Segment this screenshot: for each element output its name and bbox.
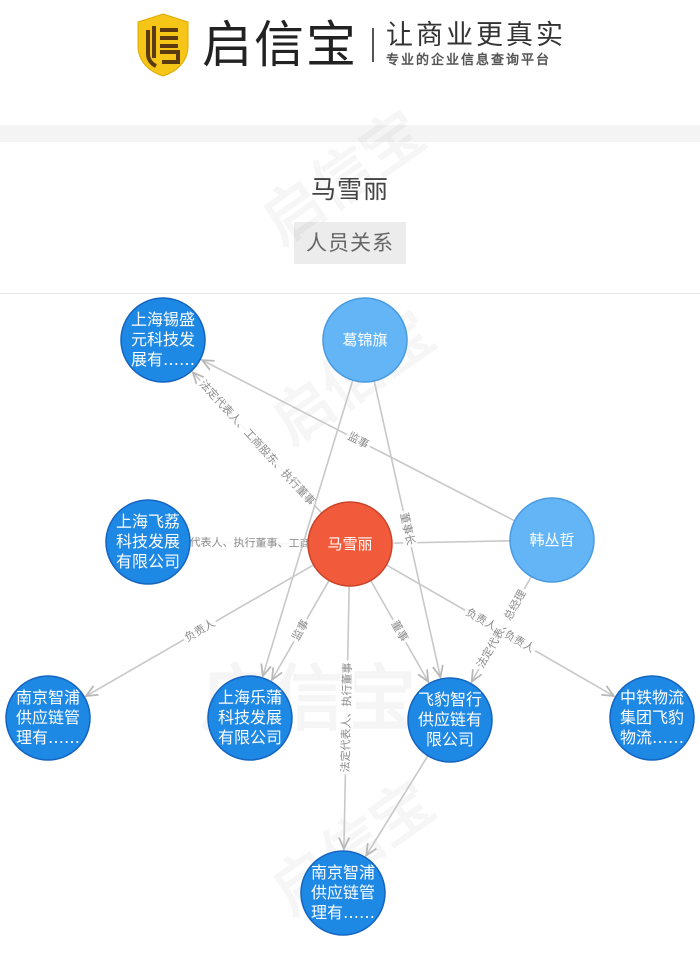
section-divider	[0, 125, 700, 142]
company-node[interactable]	[300, 850, 386, 936]
relation-edge[interactable]	[263, 379, 354, 676]
company-node[interactable]	[5, 675, 91, 761]
edge-label: 法定代表人、执行董事	[338, 662, 354, 772]
company-node[interactable]	[609, 675, 695, 761]
tab-person-relations[interactable]: 人员关系	[294, 222, 406, 264]
tagline-main: 让商业更真实	[386, 20, 566, 51]
app-header: 启信宝 让商业更真实 专业的企业信息查询平台	[0, 0, 700, 125]
person-node[interactable]	[509, 497, 595, 583]
company-node[interactable]	[407, 677, 493, 763]
company-node[interactable]	[120, 297, 206, 383]
shield-logo-icon	[137, 13, 189, 77]
center-person-node[interactable]	[307, 501, 393, 587]
nodes-layer	[5, 297, 695, 936]
edge-label: 负责人	[182, 616, 218, 645]
person-node[interactable]	[322, 297, 408, 383]
edges-layer: 法定代表人、工商股东、执行董事监事法定代表人、执行董事、工商股东董事长负责人监事…	[86, 360, 614, 855]
edge-label: 法定代表人、执行董事、工商股东	[167, 535, 332, 551]
edge-label: 法定代表、总经理	[473, 587, 529, 670]
company-node[interactable]	[105, 499, 191, 585]
page-title: 马雪丽	[310, 175, 389, 204]
tagline-sub: 专业的企业信息查询平台	[386, 53, 552, 68]
relation-edge[interactable]	[366, 755, 429, 856]
edge-label: 法定代表人、工商股东、执行董事	[197, 377, 319, 508]
brand-separator	[372, 28, 374, 62]
brand-logo[interactable]: 启信宝 让商业更真实 专业的企业信息查询平台	[134, 10, 566, 80]
graph-divider	[0, 293, 700, 294]
company-node[interactable]	[207, 675, 293, 761]
brand-tagline: 让商业更真实 专业的企业信息查询平台	[386, 20, 566, 70]
brand-name: 启信宝	[202, 16, 358, 74]
